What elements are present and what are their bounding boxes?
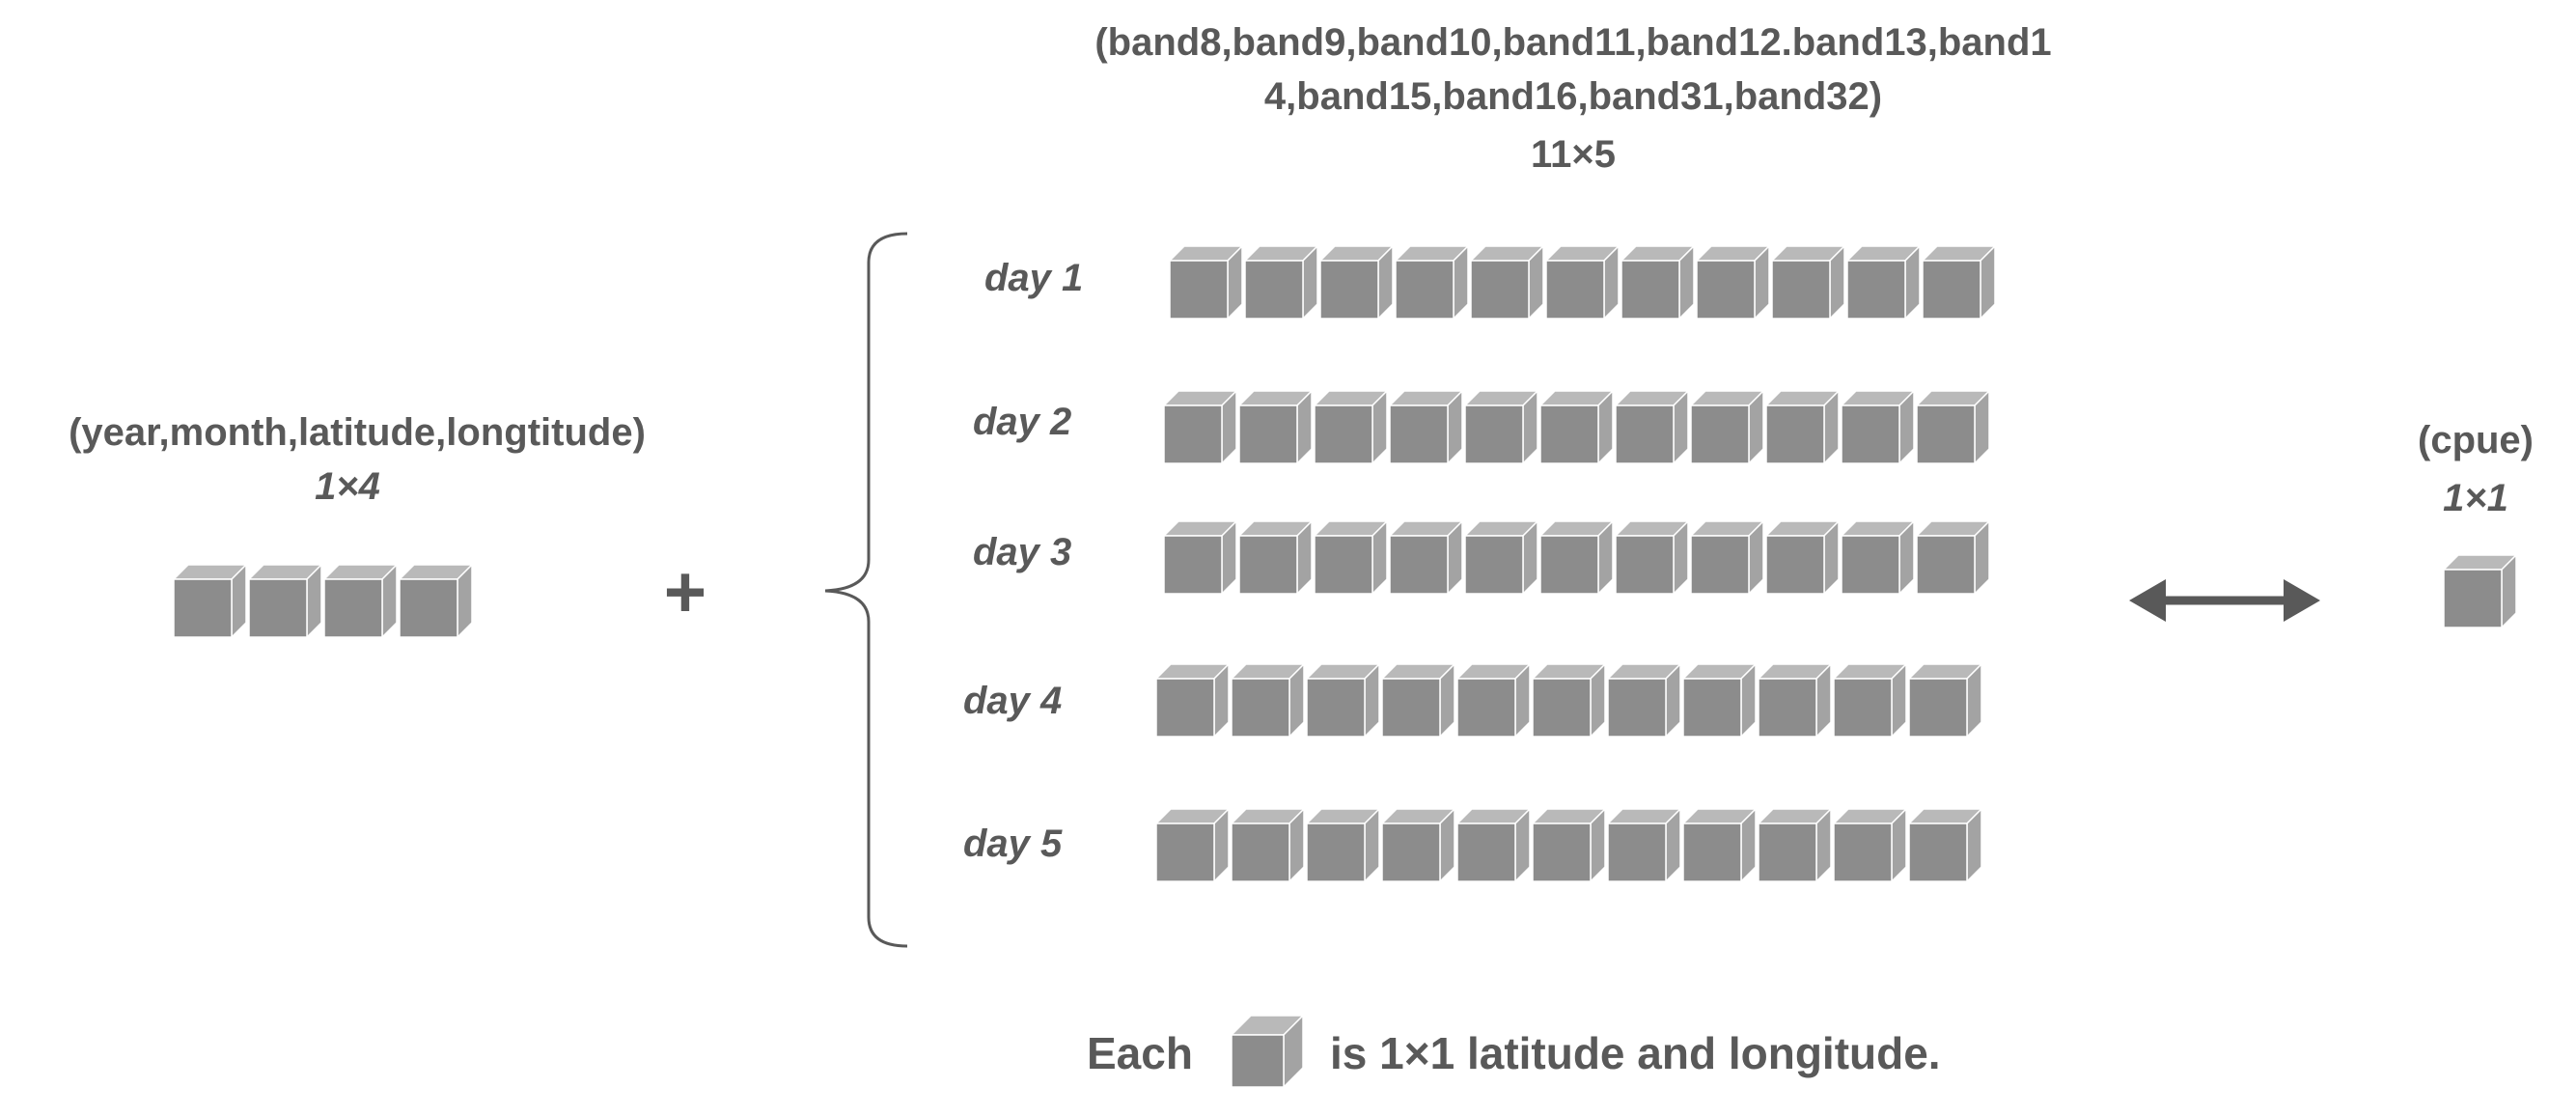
- band-cube-day5: [1606, 807, 1682, 883]
- band-cube-day3: [1915, 519, 1991, 596]
- band-cube-day5: [1380, 807, 1456, 883]
- band-cube-day4: [1230, 662, 1306, 739]
- band-cube-day5: [1154, 807, 1231, 883]
- static-input-label: (year,month,latitude,longtitude): [69, 411, 646, 454]
- band-cube-day2: [1689, 389, 1765, 465]
- bands-title-line1: (band8,band9,band10,band11,band12.band13…: [1094, 21, 2052, 64]
- band-cube-day4: [1531, 662, 1607, 739]
- band-cube-day4: [1832, 662, 1908, 739]
- band-cube-day5: [1757, 807, 1833, 883]
- band-cube-day3: [1313, 519, 1389, 596]
- legend-suffix: is 1×1 latitude and longitude.: [1330, 1028, 1941, 1078]
- day-label-2: day 2: [973, 401, 1072, 443]
- output-dims: 1×1: [2443, 477, 2508, 519]
- band-cube-day1: [1620, 244, 1696, 321]
- band-cube-day4: [1757, 662, 1833, 739]
- band-cube-day3: [1764, 519, 1841, 596]
- bidirectional-arrow-icon: [2129, 579, 2320, 622]
- band-cube-day1: [1544, 244, 1620, 321]
- band-cube-day5: [1531, 807, 1607, 883]
- band-cube-day3: [1538, 519, 1615, 596]
- legend-cube-icon: [1230, 1014, 1305, 1089]
- band-cube-day5: [1305, 807, 1381, 883]
- output-cube: [2442, 553, 2518, 629]
- band-cube-day1: [1394, 244, 1470, 321]
- plus-symbol: +: [663, 551, 707, 633]
- band-cube-day3: [1614, 519, 1690, 596]
- band-cube-day5: [1455, 807, 1532, 883]
- band-cube-day2: [1237, 389, 1314, 465]
- day-label-1: day 1: [984, 257, 1084, 299]
- band-cube-day4: [1455, 662, 1532, 739]
- band-cube-day3: [1689, 519, 1765, 596]
- band-cube-day1: [1243, 244, 1319, 321]
- static-input-dims: 1×4: [315, 465, 380, 508]
- band-cube-day2: [1313, 389, 1389, 465]
- band-cube-day1: [1770, 244, 1846, 321]
- band-cube-day2: [1840, 389, 1916, 465]
- band-cube-day1: [1168, 244, 1244, 321]
- band-cube-day1: [1695, 244, 1771, 321]
- bands-dims: 11×5: [1531, 133, 1616, 176]
- day-label-4: day 4: [963, 680, 1063, 722]
- band-cube-day4: [1154, 662, 1231, 739]
- band-cube-day2: [1463, 389, 1539, 465]
- band-cube-day1: [1318, 244, 1395, 321]
- band-cube-day3: [1463, 519, 1539, 596]
- band-cube-day5: [1907, 807, 1983, 883]
- static-input-cube: [172, 563, 248, 639]
- band-cube-day2: [1162, 389, 1238, 465]
- band-cube-day4: [1606, 662, 1682, 739]
- band-cube-day1: [1845, 244, 1922, 321]
- band-cube-day1: [1469, 244, 1545, 321]
- band-cube-day4: [1305, 662, 1381, 739]
- bands-title-line2: 4,band15,band16,band31,band32): [1263, 75, 1883, 118]
- static-input-cube: [398, 563, 474, 639]
- band-cube-day1: [1921, 244, 1997, 321]
- band-cube-day2: [1388, 389, 1464, 465]
- legend-prefix: Each: [1087, 1028, 1193, 1078]
- static-input-cube: [322, 563, 399, 639]
- band-cube-day5: [1681, 807, 1758, 883]
- output-label: (cpue): [2418, 419, 2534, 461]
- day-label-3: day 3: [973, 531, 1072, 573]
- band-cube-day5: [1230, 807, 1306, 883]
- band-cube-day2: [1538, 389, 1615, 465]
- static-input-cube: [247, 563, 323, 639]
- band-cube-day4: [1907, 662, 1983, 739]
- band-cube-day3: [1840, 519, 1916, 596]
- band-cube-day3: [1388, 519, 1464, 596]
- band-cube-day3: [1162, 519, 1238, 596]
- band-cube-day2: [1614, 389, 1690, 465]
- band-cube-day5: [1832, 807, 1908, 883]
- band-cube-day2: [1764, 389, 1841, 465]
- band-cube-day4: [1681, 662, 1758, 739]
- band-cube-day4: [1380, 662, 1456, 739]
- band-cube-day2: [1915, 389, 1991, 465]
- grouping-brace: [824, 232, 908, 948]
- day-label-5: day 5: [963, 823, 1063, 865]
- band-cube-day3: [1237, 519, 1314, 596]
